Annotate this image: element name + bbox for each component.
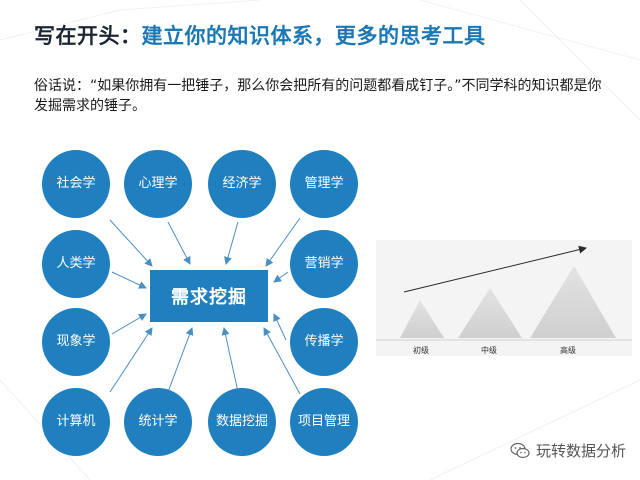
level-label-advanced: 高级	[560, 346, 576, 355]
arrow-sociology	[109, 219, 153, 267]
arrow-economics	[224, 221, 239, 265]
watermark-text: 玩转数据分析	[535, 442, 626, 460]
arrow-project-management	[263, 327, 301, 395]
title-accent: 建立你的知识体系，更多的思考工具	[141, 24, 486, 48]
triangle-advanced	[530, 266, 616, 338]
node-project-management: 项目管理	[290, 388, 358, 456]
watermark: 玩转数据分析	[510, 440, 626, 461]
node-computer: 计算机	[42, 388, 110, 456]
title-colon: ：	[120, 24, 142, 48]
arrow-data-mining	[221, 327, 239, 393]
node-data-mining: 数据挖掘	[208, 388, 276, 456]
node-management: 管理学	[290, 150, 358, 218]
node-psychology: 心理学	[124, 150, 192, 218]
arrow-phenomenology	[111, 313, 147, 335]
arrow-psychology	[167, 221, 191, 265]
node-statistics: 统计学	[124, 388, 192, 456]
arrow-communication	[273, 313, 287, 341]
center-needs-mining: 需求挖掘	[150, 270, 268, 322]
arrow-marketing	[273, 271, 289, 283]
arrow-computer	[109, 327, 153, 393]
level-label-intermediate: 中级	[481, 346, 497, 355]
triangle-beginner	[400, 300, 444, 338]
arrow-anthropology	[111, 271, 147, 289]
arrow-management	[265, 217, 301, 267]
arrow-statistics	[167, 327, 194, 393]
subtitle-quote: 俗话说：“如果你拥有一把锤子，那么你会把所有的问题都看成钉子。”不同学科的知识都…	[34, 78, 602, 114]
growth-arrow	[403, 245, 587, 293]
page-title: 写在开头：建立你的知识体系，更多的思考工具	[34, 20, 486, 50]
node-marketing: 营销学	[290, 230, 358, 298]
node-communication: 传播学	[290, 308, 358, 376]
node-phenomenology: 现象学	[42, 308, 110, 376]
growth-panel	[376, 240, 632, 356]
node-economics: 经济学	[208, 150, 276, 218]
node-sociology: 社会学	[42, 150, 110, 218]
growth-illustration	[376, 240, 632, 356]
title-prefix: 写在开头	[34, 24, 120, 48]
level-label-beginner: 初级	[413, 346, 429, 355]
wechat-icon	[510, 442, 530, 458]
node-anthropology: 人类学	[42, 230, 110, 298]
triangle-intermediate	[458, 288, 522, 338]
